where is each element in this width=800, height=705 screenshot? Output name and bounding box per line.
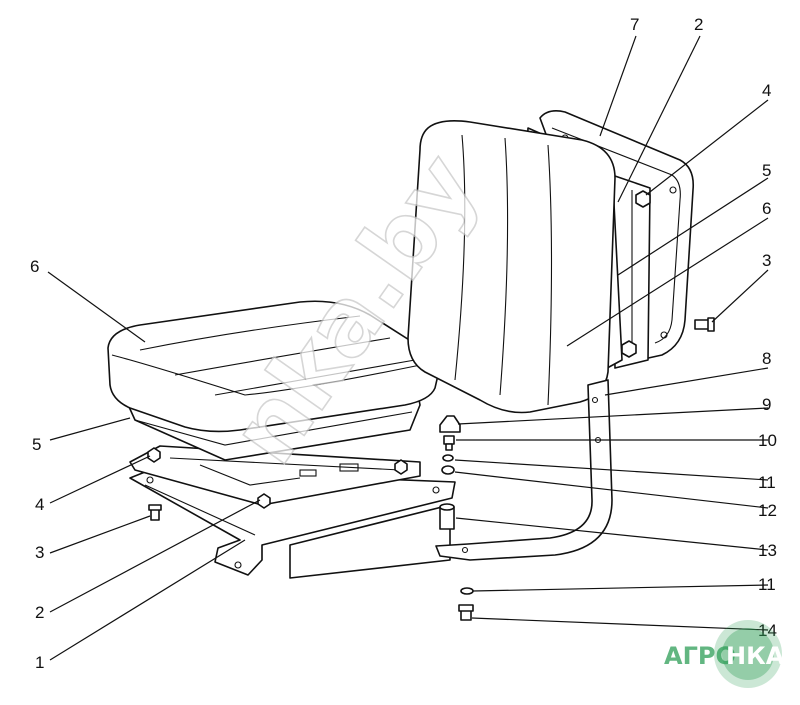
leader-lines xyxy=(47,35,769,661)
callout-frame: 1 xyxy=(35,653,44,672)
callout-nut-left: 4 xyxy=(35,495,44,514)
agronka-logo: АГРО НКА xyxy=(664,620,785,688)
callout-back-bolt: 3 xyxy=(762,251,771,270)
callout-bracket-left: 2 xyxy=(35,603,44,622)
callout-bolt-left: 3 xyxy=(35,543,44,562)
callout-cap: 9 xyxy=(762,395,771,414)
callout-bolt-lower: 14 xyxy=(758,621,777,640)
hardware-stack xyxy=(439,415,474,621)
logo-text-agro: АГРО xyxy=(664,642,736,670)
callout-pin: 10 xyxy=(758,431,777,450)
callout-washer-spring: 12 xyxy=(758,501,777,520)
callout-back-nut: 4 xyxy=(762,81,771,100)
callout-back-cushion: 6 xyxy=(762,199,771,218)
callout-back-frame: 7 xyxy=(630,15,639,34)
seat-cushion xyxy=(107,300,440,433)
backrest-cushion xyxy=(407,120,616,414)
callout-back-bracket: 2 xyxy=(694,15,703,34)
callout-washer-upper: 11 xyxy=(758,473,776,492)
back-bolt xyxy=(694,317,715,332)
seat-bolt-left xyxy=(148,504,162,521)
callout-seat-base: 5 xyxy=(32,435,41,454)
callout-support: 8 xyxy=(762,349,771,368)
seat-nuts xyxy=(147,447,408,509)
callout-seat-cushion: 6 xyxy=(30,257,39,276)
seat-slide-plate xyxy=(129,445,421,506)
callout-washer-lower: 11 xyxy=(758,575,776,594)
logo-text-nka: НКА xyxy=(726,642,785,670)
callout-bushing: 13 xyxy=(758,541,777,560)
callout-back-base: 5 xyxy=(762,161,771,180)
callout-labels: 6 5 4 3 2 1 7 2 4 5 6 3 8 9 10 11 12 13 … xyxy=(30,15,777,672)
